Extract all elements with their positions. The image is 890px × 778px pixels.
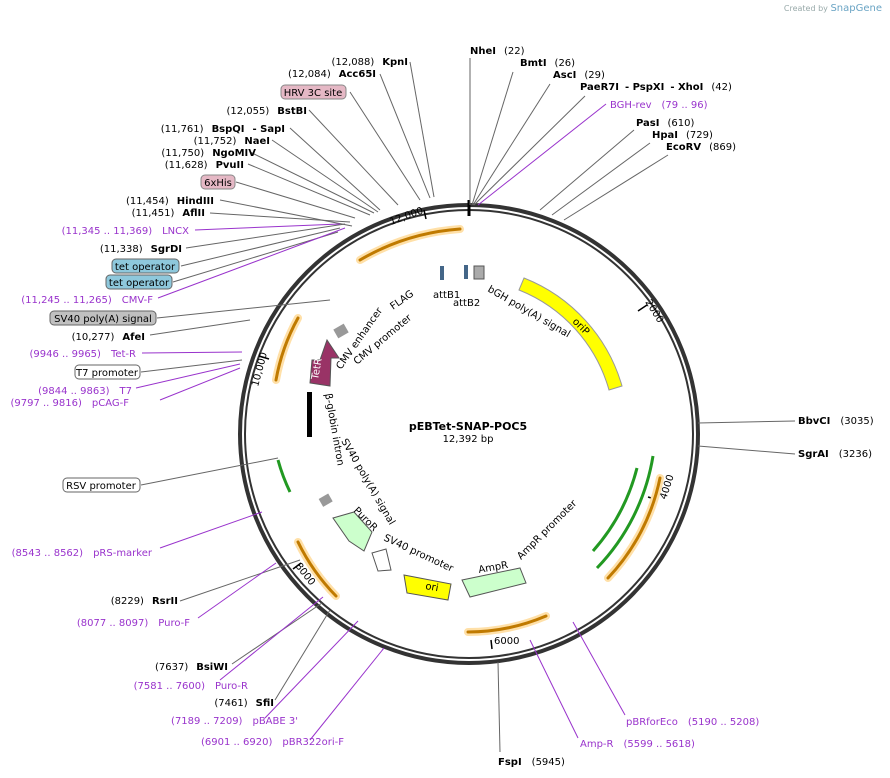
feature-t7-promoter: T7 promoter [75, 368, 139, 379]
primer-puro-f: (8077 .. 8097)Puro-F [77, 618, 190, 629]
enzyme-sgrai: SgrAI(3236) [798, 449, 872, 460]
enzyme-rsrii: (8229)RsrII [111, 596, 178, 607]
enzyme-bspqi: (11,761)BspQI- SapI [161, 124, 285, 135]
feature-sv40-polya: SV40 poly(A) signal [54, 314, 152, 325]
enzyme-sfii: (7461)SfiI [214, 698, 274, 709]
primer-lncx: (11,345 .. 11,369)LNCX [62, 226, 190, 237]
attb1-label: attB1 [433, 290, 460, 301]
boxed-features: HRV 3C site 6xHis tet operator tet opera… [49, 84, 347, 493]
attb2-label: attB2 [453, 298, 480, 309]
enzyme-afei: (10,277)AfeI [72, 332, 145, 343]
ampr-arrow [461, 567, 527, 598]
feature-rsv-promoter: RSV promoter [66, 481, 137, 492]
feature-hrv3c: HRV 3C site [284, 88, 343, 99]
enzyme-fspi: FspI(5945) [498, 757, 565, 768]
enzyme-naei: (11,752)NaeI [194, 136, 270, 147]
puror-arrow [332, 511, 373, 552]
enzyme-labels: NheI(22) BmtI(26) AscI(29) PaeR7I- PspXI… [72, 46, 874, 768]
orf-arcs [272, 225, 664, 636]
primer-labels: BGH-rev(79 .. 96) pBRforEco(5190 .. 5208… [10, 100, 759, 750]
sv40p-label: SV40 promoter [382, 533, 456, 575]
attb1-box [440, 266, 444, 280]
enzyme-ecorv: EcoRV(869) [666, 142, 736, 153]
ori-arrow [403, 574, 452, 601]
primer-pbr322ori-f: (6901 .. 6920)pBR322ori-F [201, 737, 344, 748]
enzyme-ngomiv: (11,750)NgoMIV [161, 148, 256, 159]
orip-arc [518, 277, 623, 391]
plasmid-name: pEBTet-SNAP-POC5 [409, 420, 527, 433]
tick-6000: 6000 [494, 636, 519, 647]
enzyme-hindiii: (11,454)HindIII [126, 196, 214, 207]
enzyme-pvuii: (11,628)PvuII [165, 160, 244, 171]
sv40-arrow [371, 548, 392, 572]
primer-puro-r: (7581 .. 7600)Puro-R [134, 681, 248, 692]
b-globin-bar [307, 392, 312, 437]
primer-t7: (9844 .. 9863)T7 [38, 386, 132, 397]
enzyme-asci: AscI(29) [553, 70, 605, 81]
enzyme-nhei: NheI(22) [470, 46, 525, 57]
primer-tet-r: (9946 .. 9965)Tet-R [30, 349, 137, 360]
sv40pa-box [318, 493, 333, 507]
feature-tet-operator-1: tet operator [115, 262, 176, 273]
bgh-box [473, 265, 485, 280]
enzyme-bsiwi: (7637)BsiWI [155, 662, 228, 673]
tick-12000: 12,000 [388, 206, 425, 228]
enzyme-bstbi: (12,055)BstBI [227, 106, 308, 117]
primer-pcag-f: (9797 .. 9816)pCAG-F [10, 398, 129, 409]
primer-pbrforeco: pBRforEco(5190 .. 5208) [626, 717, 759, 728]
primer-pbabe3: (7189 .. 7209)pBABE 3' [171, 716, 298, 727]
attb2-box [464, 265, 468, 279]
ori-label: ori [424, 581, 439, 594]
tetr-arrow [309, 338, 340, 387]
primer-amp-r: Amp-R(5599 .. 5618) [580, 739, 695, 750]
plasmid-length: 12,392 bp [443, 434, 494, 445]
cmv-enhancer-box [333, 323, 349, 339]
enzyme-paer7i: PaeR7I- PspXI- XhoI(42) [580, 82, 732, 93]
primer-prs-marker: (8543 .. 8562)pRS-marker [12, 548, 153, 559]
primer-bgh-rev: BGH-rev(79 .. 96) [610, 100, 708, 111]
bglobin-label: β-globin intron [322, 393, 346, 467]
tetr-label: TetR [310, 357, 325, 381]
enzyme-hpai: HpaI(729) [652, 130, 713, 141]
enzyme-bmti: BmtI(26) [520, 58, 575, 69]
enzyme-acc65i: (12,084)Acc65I [288, 69, 376, 80]
enzyme-pasi: PasI(610) [636, 118, 694, 129]
enzyme-bbvci: BbvCI(3035) [798, 416, 874, 427]
snapgene-brand: Created by SnapGene [783, 3, 882, 14]
ampr-label: AmpR [478, 560, 509, 576]
flag-label: FLAG [388, 289, 416, 313]
feature-tet-operator-2: tet operator [109, 278, 170, 289]
enzyme-sgrdi: (11,338)SgrDI [100, 244, 182, 255]
enzyme-aflii: (11,451)AflII [132, 208, 205, 219]
ampr-promoter-label: AmpR promoter [515, 498, 580, 563]
primer-lines [135, 103, 626, 741]
primer-cmv-f: (11,245 .. 11,265)CMV-F [21, 295, 153, 306]
feature-6xhis: 6xHis [204, 178, 232, 189]
leader-lines [140, 58, 796, 753]
enzyme-kpni: (12,088)KpnI [331, 57, 408, 68]
green-arcs [276, 455, 655, 570]
